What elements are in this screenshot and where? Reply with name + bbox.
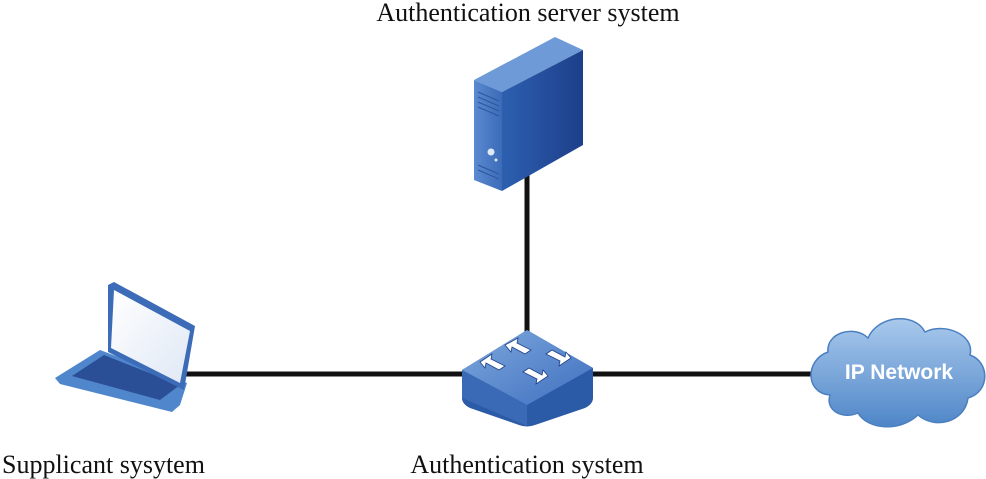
laptop-icon — [55, 282, 195, 412]
links — [182, 175, 815, 377]
authenticator-label: Authentication system — [410, 450, 643, 479]
switch-icon — [462, 330, 593, 427]
cloud-icon: IP Network — [810, 318, 986, 428]
server-icon — [474, 37, 583, 191]
server-label: Authentication server system — [376, 0, 679, 27]
cloud-label: IP Network — [845, 361, 953, 384]
supplicant-label: Supplicant sysytem — [2, 450, 205, 479]
